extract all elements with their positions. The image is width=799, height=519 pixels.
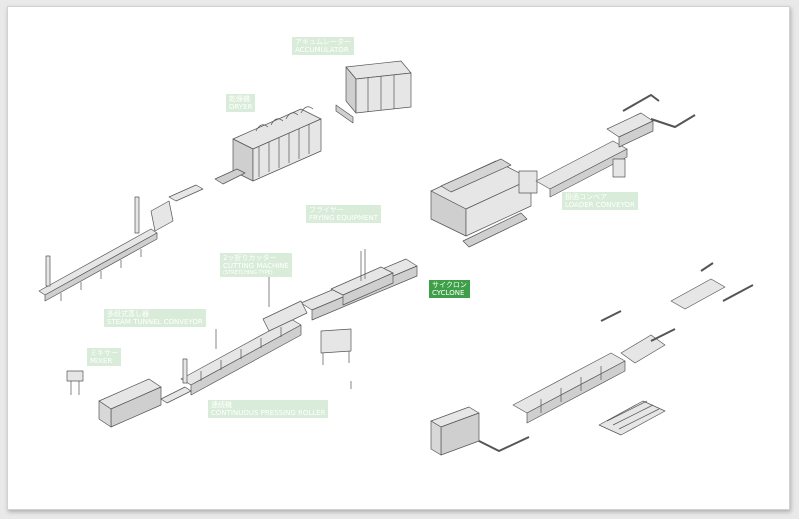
loader-conveyor xyxy=(535,94,696,198)
dryer-label: 乾燥機 DRYER xyxy=(226,94,256,112)
right-lower-line xyxy=(512,310,676,424)
diagram-card xyxy=(7,6,790,510)
pressing-label-en: CONTINUOUS PRESSING ROLLER xyxy=(211,409,326,417)
pressing-label: 連続機 CONTINUOUS PRESSING ROLLER xyxy=(208,400,329,418)
central-building xyxy=(430,158,538,248)
accumulator-machine xyxy=(335,60,412,124)
steam-tunnel xyxy=(180,300,308,396)
loader-label: 投函コンベア LOADER CONVEYOR xyxy=(562,192,638,210)
production-line-illustration xyxy=(38,60,754,456)
mixer-label-jp: ミキサー xyxy=(90,349,118,357)
mixer-machine xyxy=(66,370,192,428)
left-conveyor xyxy=(38,184,204,302)
pressing-label-jp: 連続機 xyxy=(211,401,232,409)
cutting-label-jp: 2ッ折りカッター xyxy=(223,254,277,262)
mixer-label-en: MIXER xyxy=(90,357,113,365)
steam-label-en: STEAM TUNNEL CONVEYOR xyxy=(107,318,203,326)
cutting-label: 2ッ折りカッター CUTTING MACHINE (STRETCHING TYP… xyxy=(220,253,292,277)
cutting-label-sub: (STRETCHING TYPE) xyxy=(223,270,273,276)
cyclone-label-jp: サイクロン xyxy=(432,281,467,289)
accumulator-label-en: ACCUMULATOR xyxy=(295,46,349,54)
dryer-label-jp: 乾燥機 xyxy=(229,95,250,103)
frying-machine xyxy=(300,249,418,365)
steam-label-jp: 多段式蒸し器 xyxy=(107,310,149,318)
frying-label: フライヤー FRYING EQUIPMENT xyxy=(306,205,381,223)
frying-label-jp: フライヤー xyxy=(309,206,344,214)
frying-label-en: FRYING EQUIPMENT xyxy=(309,214,378,222)
bottom-right-unit xyxy=(430,406,530,456)
right-upper-conveyor xyxy=(670,262,754,310)
dryer-label-en: DRYER xyxy=(229,103,253,111)
cyclone-label-en: CYCLONE xyxy=(432,289,465,297)
cyclone-label: サイクロン CYCLONE xyxy=(429,280,470,298)
accumulator-label-jp: アキュムレーター xyxy=(295,38,351,46)
loader-label-jp: 投函コンベア xyxy=(565,193,607,201)
accumulator-label: アキュムレーター ACCUMULATOR xyxy=(292,37,354,55)
packing-tray xyxy=(598,400,666,436)
mixer-label: ミキサー MIXER xyxy=(87,348,121,366)
dryer-machine xyxy=(214,106,322,185)
cutting-label-en: CUTTING MACHINE xyxy=(223,262,289,270)
steam-label: 多段式蒸し器 STEAM TUNNEL CONVEYOR xyxy=(104,309,206,327)
loader-label-en: LOADER CONVEYOR xyxy=(565,201,635,209)
